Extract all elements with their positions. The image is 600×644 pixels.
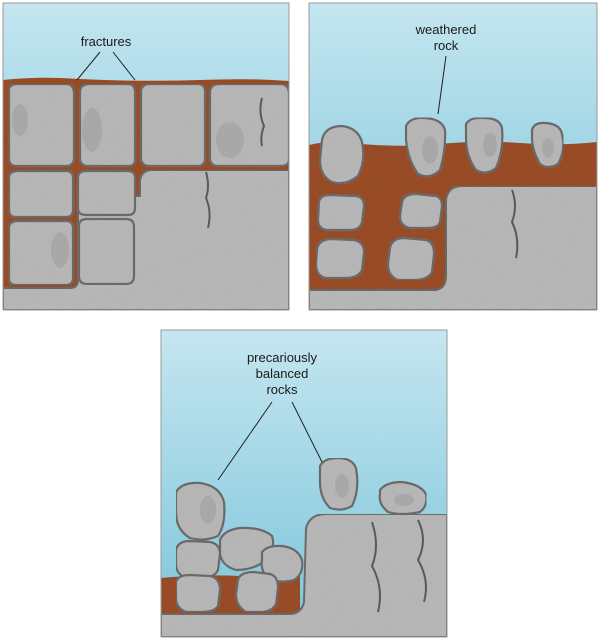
rock-shading [422,133,554,164]
rock-blocks [7,82,289,287]
panel-border [2,2,290,311]
label-line: fractures [81,34,132,49]
bedrock-cracks [370,519,427,613]
rock-shading [12,104,244,268]
bedrock [3,169,289,310]
label-line: rocks [266,382,298,397]
balanced-rocks [174,456,428,614]
label-line: rock [434,38,459,53]
panel-fractures: fractures [2,2,290,311]
label-line: precariously [247,350,318,365]
panel-border [160,329,448,638]
label-fractures: fractures [76,34,136,81]
bedrock-cracks [204,97,266,229]
leader-line [291,401,323,463]
bedrock-cracks [510,189,519,259]
label-balanced-rocks: precariously balanced rocks [217,350,323,481]
leader-line [217,401,273,481]
panel-border [308,2,598,311]
leader-line [112,51,136,81]
label-weathered-rock: weathered rock [415,22,477,115]
panel-weathered-rock: weathered rock [308,2,598,311]
rock-shading [200,474,414,524]
leader-line [437,55,447,115]
panel-balanced-rocks: precariously balanced rocks [160,329,448,638]
weathered-blocks [314,116,565,282]
label-line: weathered [415,22,477,37]
bedrock [309,185,597,310]
leader-line [76,51,101,81]
label-line: balanced [256,366,309,381]
